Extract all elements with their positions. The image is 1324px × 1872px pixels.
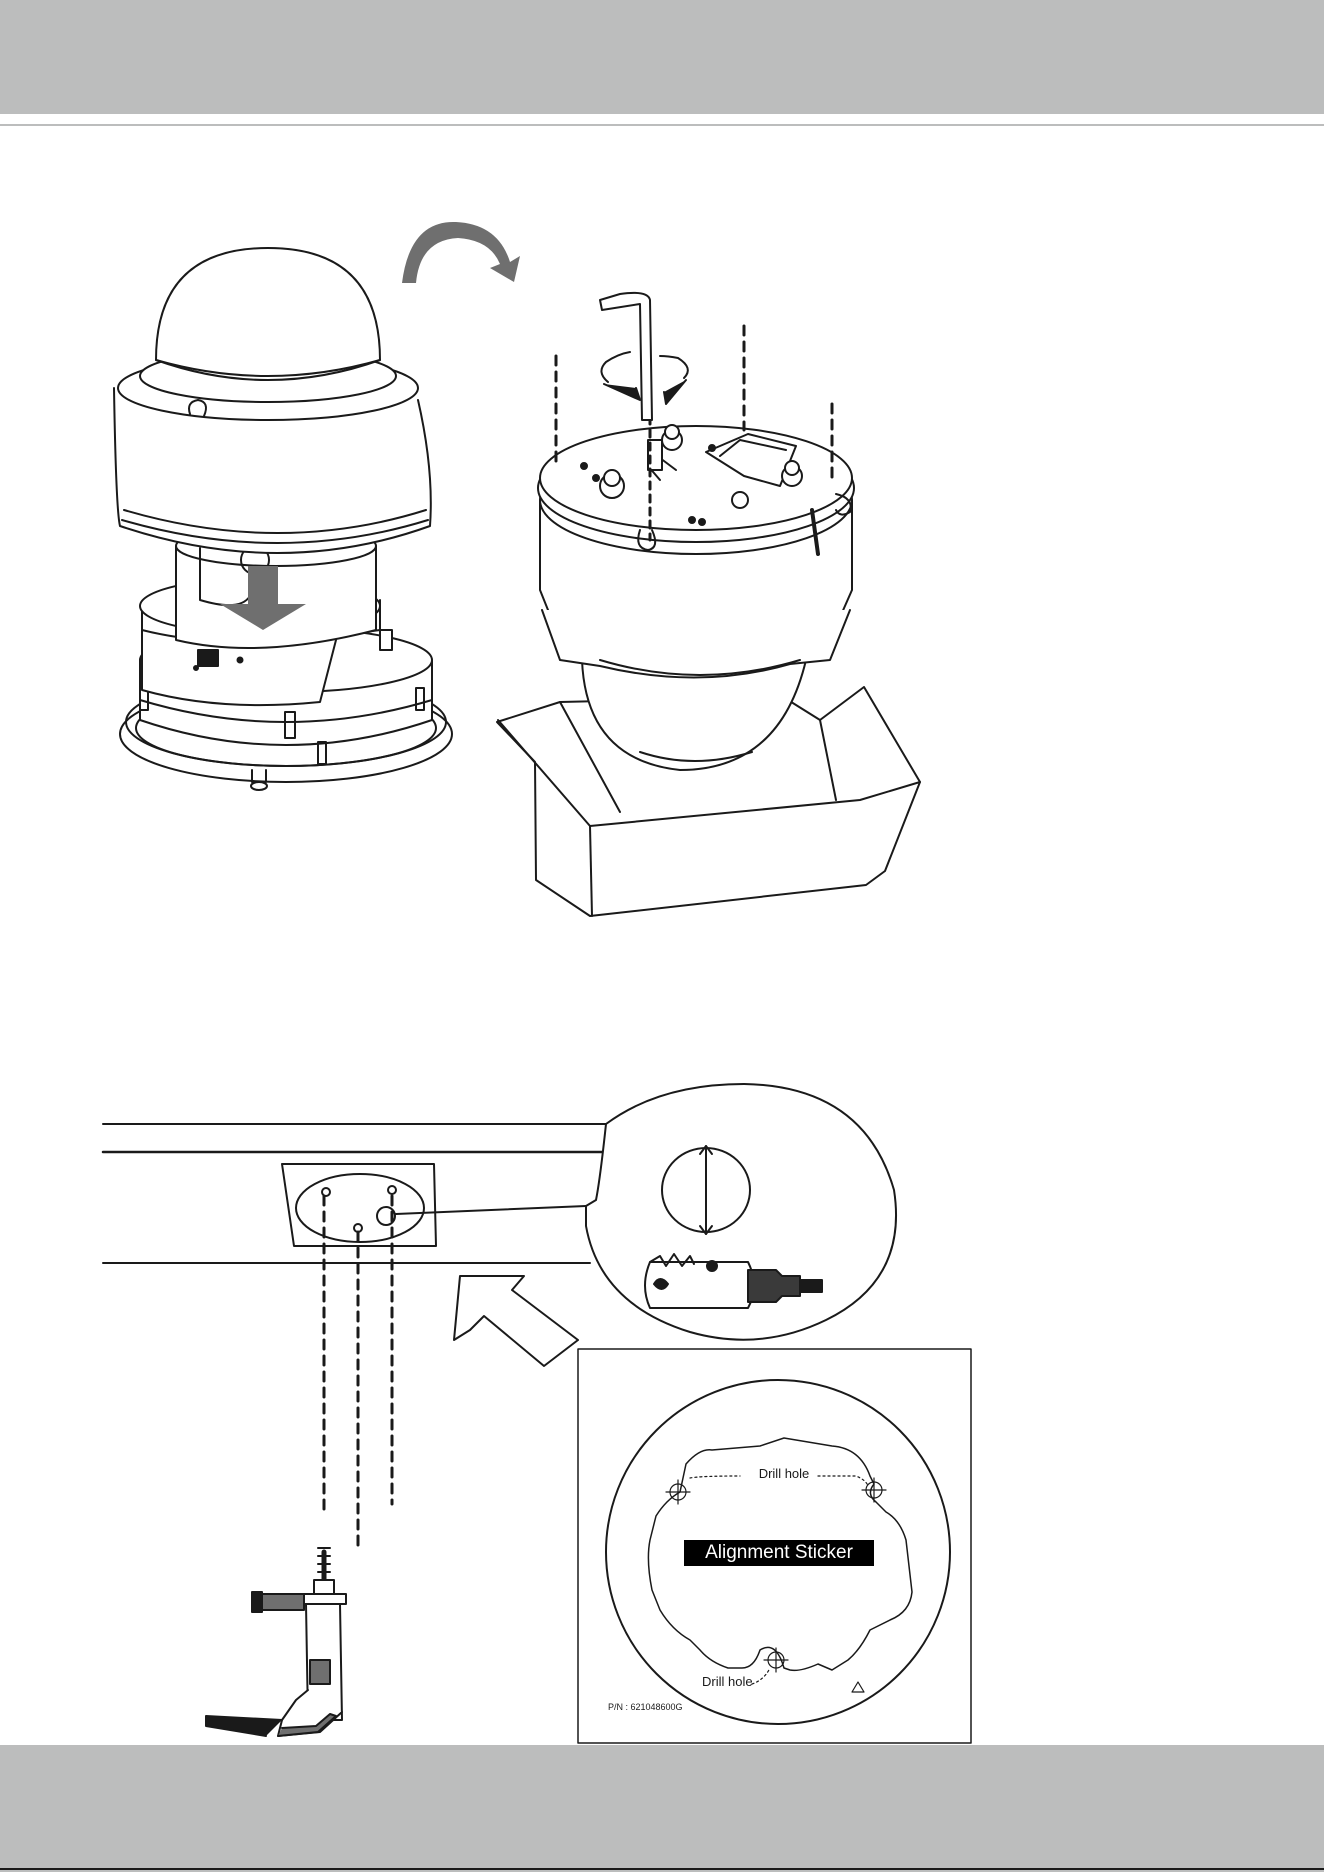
hex-key-icon (600, 293, 652, 420)
curved-arrow-icon (402, 222, 520, 283)
camera-assembly-right (497, 293, 920, 916)
zoom-bubble (586, 1084, 896, 1340)
power-drill-icon (206, 1548, 346, 1736)
camera-assembly-left (114, 248, 452, 790)
arrow-up-left-icon (454, 1276, 578, 1366)
drill-hole-label-top: Drill hole (744, 1466, 824, 1481)
part-number-label: P/N : 621048600G (608, 1702, 683, 1712)
drill-hole-label-bottom: Drill hole (702, 1674, 753, 1689)
footer-rule (0, 1868, 1324, 1870)
footer-band (0, 1745, 1324, 1872)
alignment-sticker-label: Alignment Sticker (684, 1542, 874, 1564)
